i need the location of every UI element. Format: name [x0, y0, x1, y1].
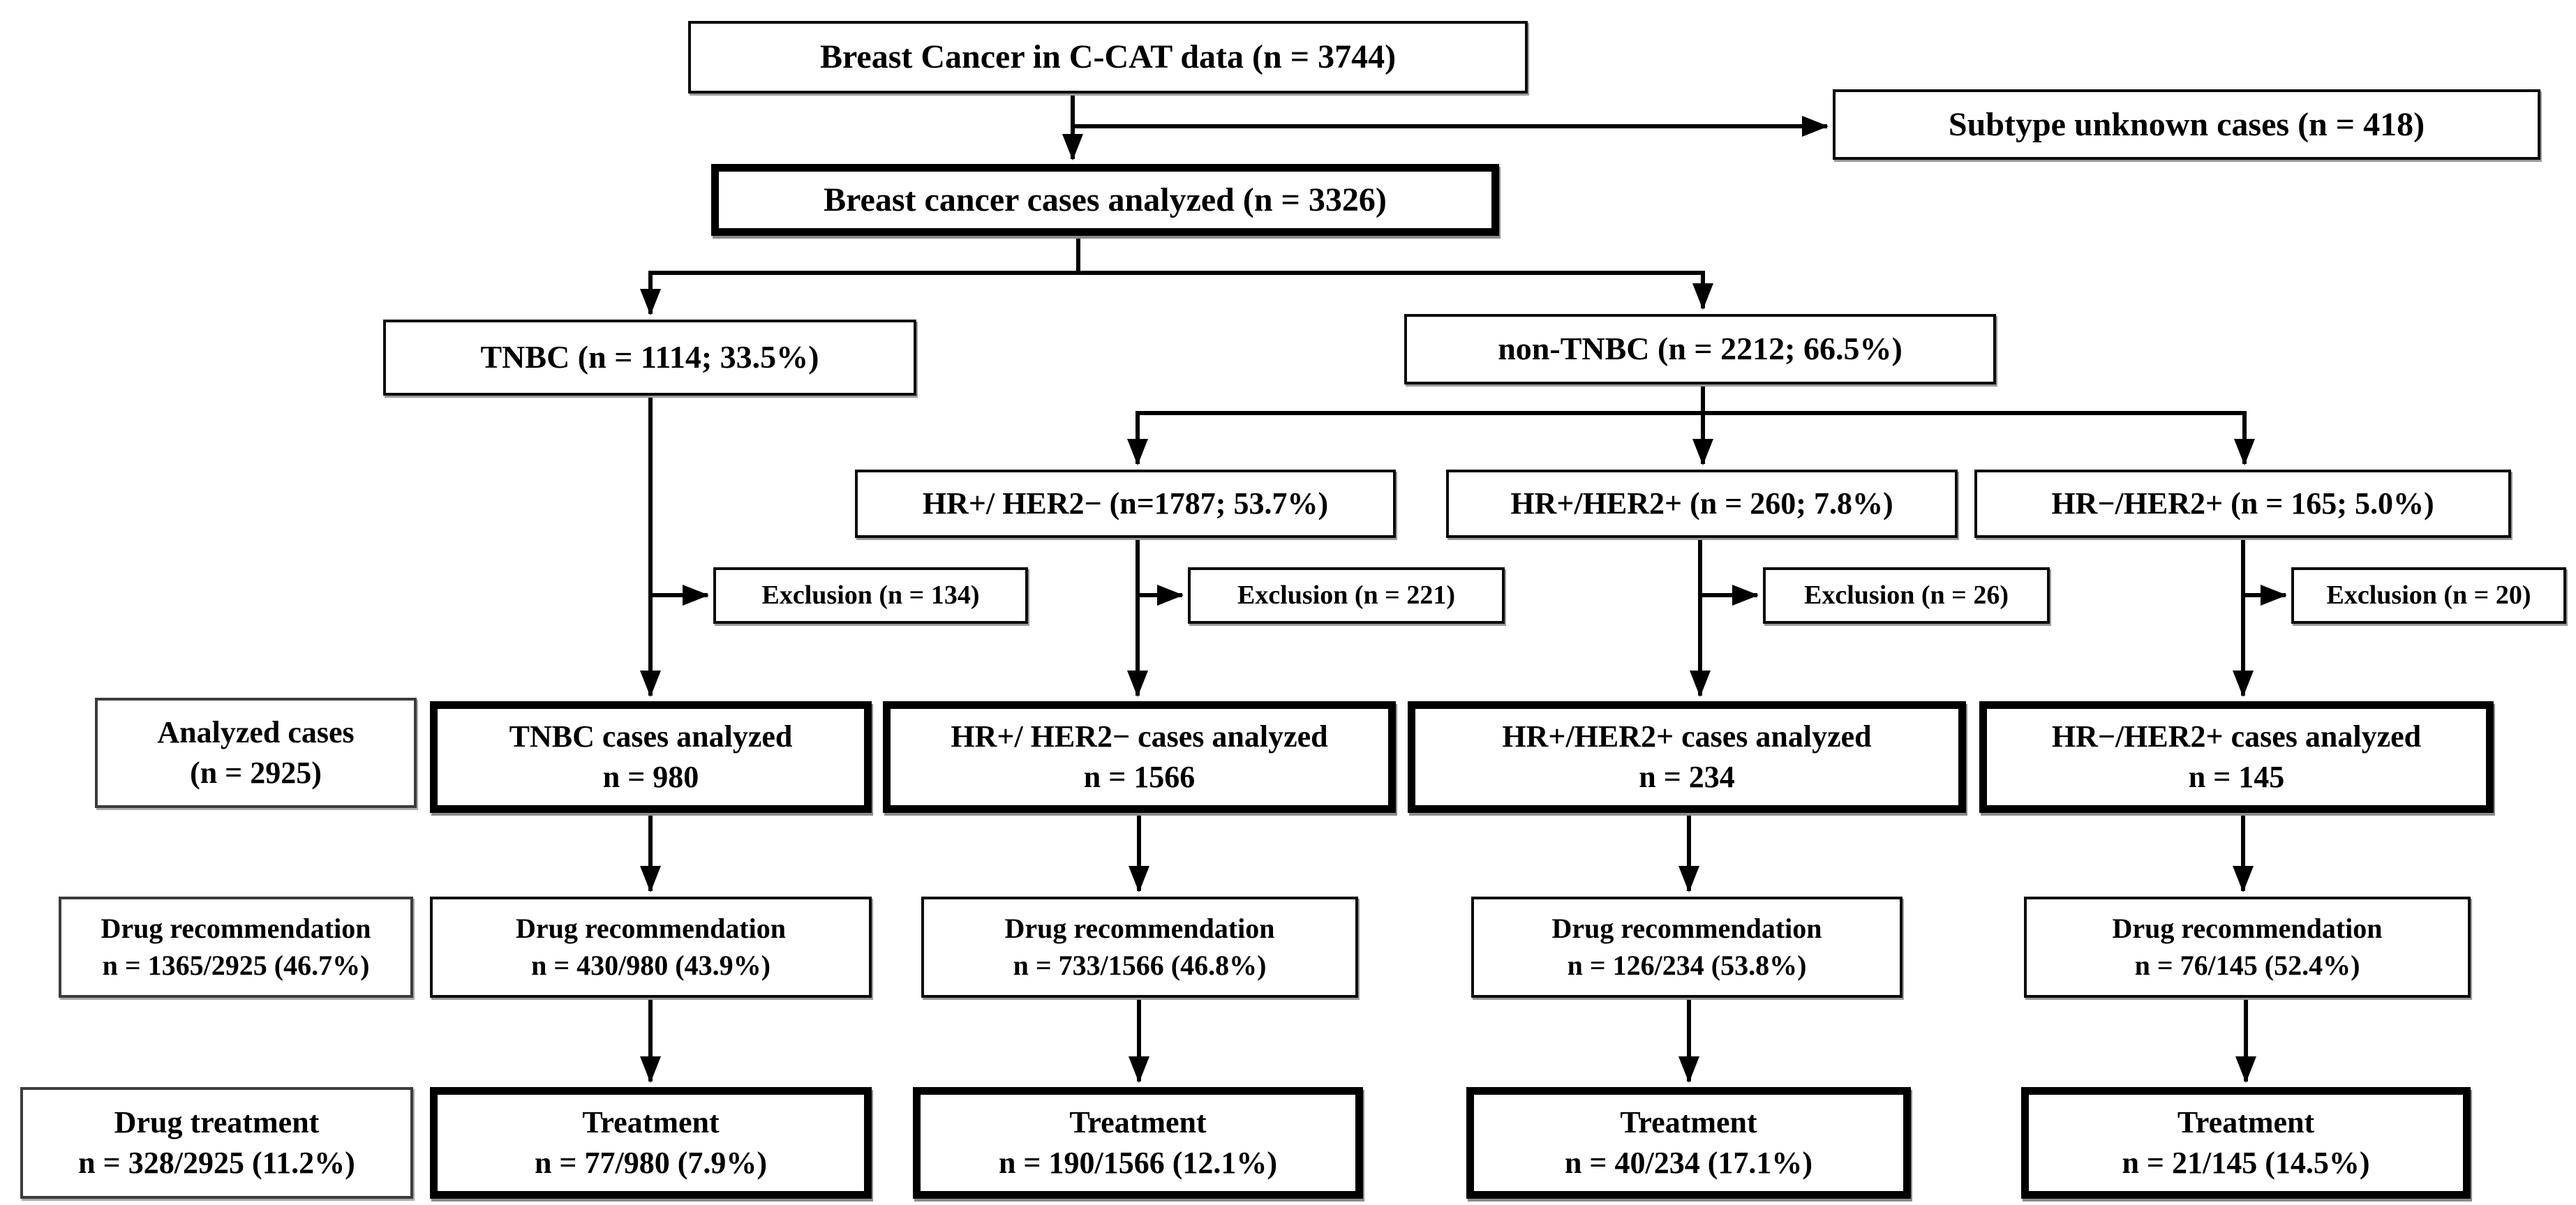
- node-analyzed-tnbc-line2: n = 980: [602, 760, 699, 794]
- node-analyzed-hr-pos-her2-pos-line1: HR+/HER2+ cases analyzed: [1502, 719, 1872, 754]
- connector-root-to-analyzed-all: [1062, 93, 1829, 160]
- node-treat-hr-neg-her2-pos: Treatment n = 21/145 (14.5%): [2021, 1087, 2471, 1199]
- node-treat-hr-pos-her2-pos-line2: n = 40/234 (17.1%): [1564, 1146, 1813, 1180]
- node-treat-side-line1: Drug treatment: [114, 1105, 320, 1139]
- node-rec-hr-neg-her2-pos-line2: n = 76/145 (52.4%): [2134, 949, 2360, 981]
- node-treat-side-line2: n = 328/2925 (11.2%): [78, 1146, 355, 1180]
- node-rec-hr-neg-her2-pos: Drug recommendation n = 76/145 (52.4%): [2024, 897, 2471, 998]
- node-treat-tnbc-line2: n = 77/980 (7.9%): [534, 1146, 768, 1180]
- node-analyzed-tnbc-line1: TNBC cases analyzed: [509, 719, 793, 754]
- node-analyzed-tnbc: TNBC cases analyzed n = 980: [430, 701, 872, 813]
- node-exclusion-hr-pos-her2-pos-label: Exclusion (n = 26): [1804, 581, 2009, 611]
- node-exclusion-tnbc: Exclusion (n = 134): [713, 567, 1028, 624]
- node-analyzed-hr-pos-her2-neg-line1: HR+/ HER2− cases analyzed: [951, 719, 1328, 754]
- node-tnbc-label: TNBC (n = 1114; 33.5%): [480, 339, 819, 375]
- node-exclusion-hr-neg-her2-pos: Exclusion (n = 20): [2291, 567, 2566, 624]
- node-subtype-unknown-label: Subtype unknown cases (n = 418): [1948, 105, 2425, 143]
- node-rec-hr-pos-her2-pos-line2: n = 126/234 (53.8%): [1567, 949, 1807, 981]
- node-tnbc: TNBC (n = 1114; 33.5%): [383, 320, 916, 396]
- node-treat-hr-neg-her2-pos-line1: Treatment: [2177, 1105, 2315, 1139]
- node-analyzed-side: Analyzed cases (n = 2925): [95, 698, 417, 808]
- node-root-label: Breast Cancer in C-CAT data (n = 3744): [819, 38, 1397, 76]
- node-hr-neg-her2-pos-label: HR−/HER2+ (n = 165; 5.0%): [2051, 486, 2434, 521]
- node-analyzed-side-line1: Analyzed cases: [157, 714, 355, 749]
- node-rec-side: Drug recommendation n = 1365/2925 (46.7%…: [59, 897, 413, 998]
- node-exclusion-hr-pos-her2-neg: Exclusion (n = 221): [1188, 567, 1505, 624]
- node-root: Breast Cancer in C-CAT data (n = 3744): [688, 21, 1528, 93]
- node-rec-hr-pos-her2-neg-line1: Drug recommendation: [1004, 912, 1275, 944]
- node-exclusion-hr-pos-her2-pos: Exclusion (n = 26): [1763, 567, 2050, 624]
- connector-columns-to-analyzed: [640, 396, 2254, 697]
- node-treat-hr-pos-her2-pos: Treatment n = 40/234 (17.1%): [1466, 1087, 1911, 1199]
- node-analyzed-all-label: Breast cancer cases analyzed (n = 3326): [824, 181, 1387, 218]
- node-exclusion-tnbc-label: Exclusion (n = 134): [761, 581, 980, 611]
- node-rec-tnbc-line1: Drug recommendation: [516, 912, 786, 944]
- node-hr-pos-her2-pos-label: HR+/HER2+ (n = 260; 7.8%): [1510, 486, 1893, 521]
- node-hr-neg-her2-pos: HR−/HER2+ (n = 165; 5.0%): [1974, 470, 2511, 538]
- node-treat-tnbc-line1: Treatment: [582, 1105, 720, 1139]
- node-rec-hr-pos-her2-neg: Drug recommendation n = 733/1566 (46.8%): [921, 897, 1358, 998]
- node-analyzed-hr-neg-her2-pos-line1: HR−/HER2+ cases analyzed: [2051, 719, 2422, 754]
- node-hr-pos-her2-neg-label: HR+/ HER2− (n=1787; 53.7%): [922, 486, 1329, 521]
- connector-analyzed-to-recommendation: [640, 813, 2254, 892]
- connector-analyzed-all-split: [640, 236, 1713, 315]
- connector-non-tnbc-split: [1127, 384, 2255, 465]
- node-non-tnbc: non-TNBC (n = 2212; 66.5%): [1404, 314, 1996, 384]
- node-treat-hr-pos-her2-neg-line1: Treatment: [1069, 1105, 1207, 1139]
- node-rec-hr-pos-her2-pos-line1: Drug recommendation: [1551, 912, 1822, 944]
- node-analyzed-hr-pos-her2-neg: HR+/ HER2− cases analyzed n = 1566: [883, 701, 1396, 813]
- node-analyzed-hr-pos-her2-neg-line2: n = 1566: [1083, 760, 1196, 794]
- node-hr-pos-her2-neg: HR+/ HER2− (n=1787; 53.7%): [855, 470, 1396, 538]
- node-analyzed-side-line2: (n = 2925): [190, 756, 322, 790]
- node-rec-side-line1: Drug recommendation: [100, 912, 371, 944]
- node-subtype-unknown: Subtype unknown cases (n = 418): [1833, 89, 2540, 160]
- node-rec-tnbc: Drug recommendation n = 430/980 (43.9%): [430, 897, 872, 998]
- node-rec-hr-pos-her2-neg-line2: n = 733/1566 (46.8%): [1013, 949, 1267, 981]
- node-rec-hr-pos-her2-pos: Drug recommendation n = 126/234 (53.8%): [1471, 897, 1903, 998]
- node-treat-hr-pos-her2-neg-line2: n = 190/1566 (12.1%): [998, 1146, 1278, 1180]
- node-hr-pos-her2-pos: HR+/HER2+ (n = 260; 7.8%): [1446, 470, 1958, 538]
- node-rec-side-line2: n = 1365/2925 (46.7%): [102, 949, 370, 981]
- node-treat-hr-pos-her2-pos-line1: Treatment: [1620, 1105, 1757, 1139]
- connector-recommendation-to-treatment: [640, 998, 2256, 1083]
- node-exclusion-hr-neg-her2-pos-label: Exclusion (n = 20): [2326, 581, 2531, 611]
- node-analyzed-hr-neg-her2-pos-line2: n = 145: [2188, 760, 2285, 794]
- node-treat-hr-neg-her2-pos-line2: n = 21/145 (14.5%): [2122, 1146, 2370, 1180]
- node-analyzed-hr-neg-her2-pos: HR−/HER2+ cases analyzed n = 145: [1979, 701, 2494, 813]
- node-exclusion-hr-pos-her2-neg-label: Exclusion (n = 221): [1237, 581, 1455, 611]
- node-rec-hr-neg-her2-pos-line1: Drug recommendation: [2112, 912, 2383, 944]
- node-analyzed-hr-pos-her2-pos-line2: n = 234: [1639, 760, 1735, 794]
- node-treat-tnbc: Treatment n = 77/980 (7.9%): [430, 1087, 872, 1199]
- node-analyzed-all: Breast cancer cases analyzed (n = 3326): [711, 164, 1499, 236]
- node-non-tnbc-label: non-TNBC (n = 2212; 66.5%): [1498, 331, 1903, 367]
- node-analyzed-hr-pos-her2-pos: HR+/HER2+ cases analyzed n = 234: [1408, 701, 1966, 813]
- node-rec-tnbc-line2: n = 430/980 (43.9%): [531, 949, 770, 981]
- node-treat-side: Drug treatment n = 328/2925 (11.2%): [20, 1087, 413, 1199]
- node-treat-hr-pos-her2-neg: Treatment n = 190/1566 (12.1%): [913, 1087, 1363, 1199]
